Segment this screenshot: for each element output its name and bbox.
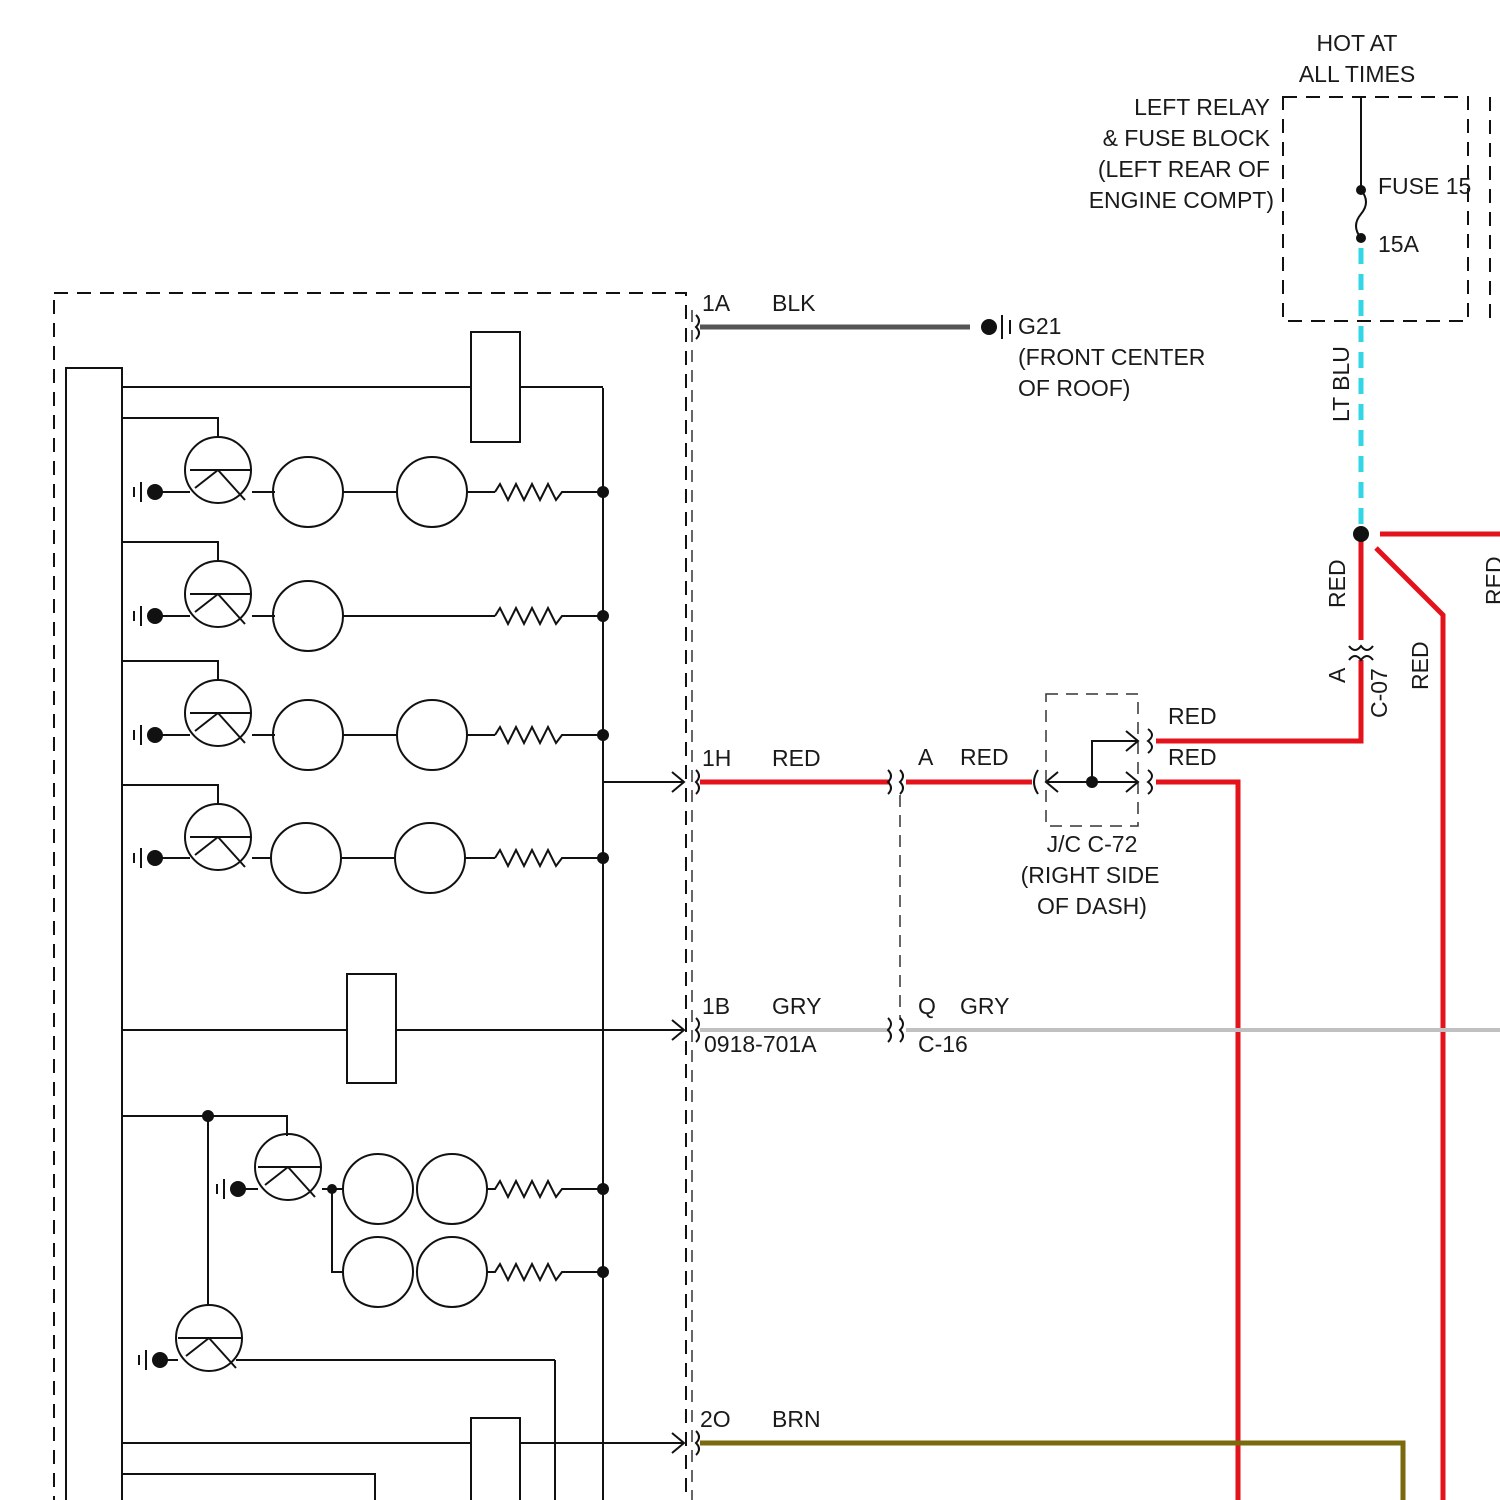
red-vertical-label-3: RED [1481,556,1500,605]
block-location-line1: (LEFT REAR OF [1098,156,1270,182]
hot-at-label: HOT AT [1317,30,1398,56]
red-1h-label: RED [772,745,821,771]
cluster-component [54,293,686,1500]
wire-red-lower [1156,782,1238,1500]
jc-location-line2: OF DASH) [1037,893,1147,919]
wire-brn [700,1443,1403,1500]
all-times-label: ALL TIMES [1299,61,1415,87]
junction-dot [597,852,609,864]
red-upper-label: RED [1168,703,1217,729]
c16-label: C-16 [918,1031,968,1057]
gry-q-label: GRY [960,993,1009,1019]
led-icon [271,823,341,893]
red-lower-label: RED [1168,744,1217,770]
pin-1a-label: 1A [702,290,731,316]
led-icon [397,457,467,527]
indicator-row-4 [122,785,609,893]
resistor-symbol [495,727,603,743]
junction-dot [597,610,609,622]
bottom-module-block [471,1418,520,1500]
cluster-backplane [66,368,122,1500]
led-icon [273,700,343,770]
top-module-block [471,332,520,442]
ground-icon [230,1181,246,1197]
led-icon [343,1237,413,1307]
resistor-symbol [495,850,603,866]
pin-1b-label: 1B [702,993,730,1019]
pin-1h-label: 1H [702,745,731,771]
fuse-name-label: FUSE 15 [1378,173,1471,199]
led-icon [395,823,465,893]
ground-id-label: G21 [1018,313,1061,339]
ground-icon [147,608,163,624]
ground-location-line1: (FRONT CENTER [1018,344,1205,370]
fuse-icon [1356,190,1366,238]
gauge-module-block [347,974,396,1083]
led-icon [417,1237,487,1307]
block-location-line2: ENGINE COMPT) [1089,187,1274,213]
junction-dot [597,486,609,498]
red-vertical-label-2: RED [1407,641,1433,690]
resistor-symbol [487,1181,603,1197]
lt-blu-label: LT BLU [1328,346,1354,422]
red-a-label: RED [960,744,1009,770]
splice-dot [1353,526,1369,542]
ground-icon [152,1352,168,1368]
fuse-rating-label: 15A [1378,231,1420,257]
led-icon [417,1154,487,1224]
indicator-row-3 [122,661,609,770]
led-icon [273,581,343,651]
jc-location-line1: (RIGHT SIDE [1021,862,1160,888]
ground-icon [981,319,997,335]
ground-icon [147,850,163,866]
junction-dot [597,729,609,741]
pin-2o-label: 2O [700,1406,731,1432]
fuse-block-outline [1283,97,1468,321]
junction-dot [597,1183,609,1195]
cluster-dashed-outline [54,293,686,1500]
led-icon [343,1154,413,1224]
block-name-line2: & FUSE BLOCK [1103,125,1271,151]
block-name-line1: LEFT RELAY [1134,94,1270,120]
part-number-label: 0918-701A [704,1031,817,1057]
indicator-row-1 [122,418,609,527]
blk-wire-label: BLK [772,290,816,316]
jc-id-label: J/C C-72 [1047,831,1138,857]
pin-a-label: A [918,744,934,770]
ground-location-line2: OF ROOF) [1018,375,1130,401]
indicator-row-2 [122,542,609,651]
pin-q-label: Q [918,993,936,1019]
led-icon [397,700,467,770]
resistor-symbol [495,608,603,624]
ground-icon [147,484,163,500]
resistor-symbol [495,484,603,500]
ground-icon [147,727,163,743]
gry-1b-label: GRY [772,993,821,1019]
c07-label: C-07 [1366,668,1392,718]
brn-wire-label: BRN [772,1406,821,1432]
red-vertical-label-1: RED [1324,559,1350,608]
led-icon [273,457,343,527]
resistor-symbol [487,1264,603,1280]
junction-dot [597,1266,609,1278]
conn-a-vertical-label: A [1324,667,1350,683]
